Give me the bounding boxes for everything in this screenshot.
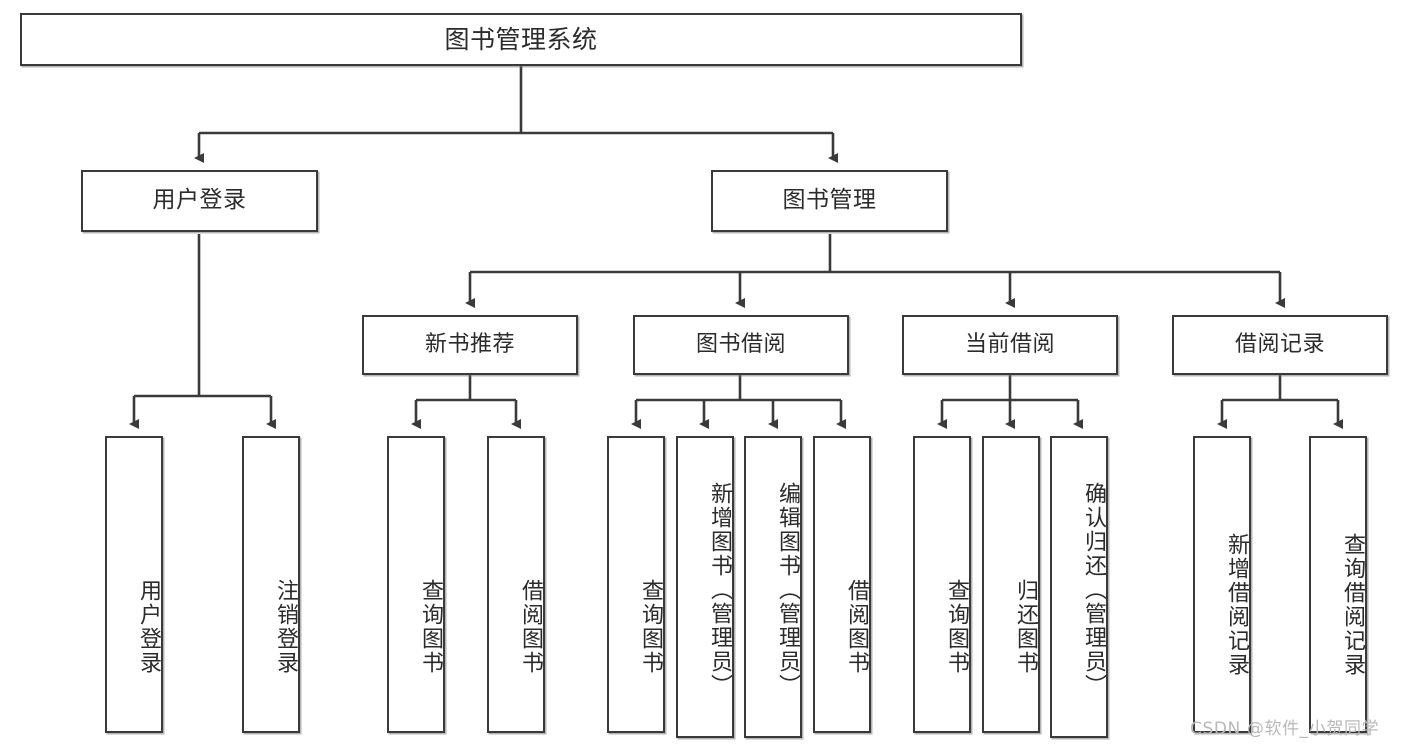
leaf-borrow-edit-book-admin[interactable]: 编辑图书（管理员）: [744, 436, 802, 738]
leaf-current-confirm-return-admin[interactable]: 确认归还（管理员）: [1050, 436, 1108, 738]
leaf-borrow-add-book-admin[interactable]: 新增图书（管理员）: [676, 436, 734, 738]
leaf-record-add-borrow-record[interactable]: 新增借阅记录: [1193, 436, 1251, 733]
leaf-user-login-logout[interactable]: 注销登录: [242, 436, 300, 733]
leaf-recommend-query-book[interactable]: 查询图书: [387, 436, 445, 733]
leaf-user-login-login[interactable]: 用户登录: [105, 436, 163, 733]
leaf-current-return-book[interactable]: 归还图书: [982, 436, 1040, 733]
node-book-management[interactable]: 图书管理: [711, 170, 948, 232]
node-book-borrow[interactable]: 图书借阅: [633, 315, 849, 375]
node-borrow-record[interactable]: 借阅记录: [1172, 315, 1388, 375]
node-root-system[interactable]: 图书管理系统: [20, 13, 1022, 66]
node-new-book-recommend[interactable]: 新书推荐: [362, 315, 578, 375]
leaf-recommend-borrow-book[interactable]: 借阅图书: [487, 436, 545, 733]
leaf-record-query-borrow-record[interactable]: 查询借阅记录: [1309, 436, 1367, 733]
leaf-borrow-query-book[interactable]: 查询图书: [607, 436, 665, 733]
node-current-borrow[interactable]: 当前借阅: [902, 315, 1118, 375]
leaf-borrow-borrow-book[interactable]: 借阅图书: [813, 436, 871, 733]
node-user-login[interactable]: 用户登录: [81, 170, 318, 232]
leaf-current-query-book[interactable]: 查询图书: [913, 436, 971, 733]
